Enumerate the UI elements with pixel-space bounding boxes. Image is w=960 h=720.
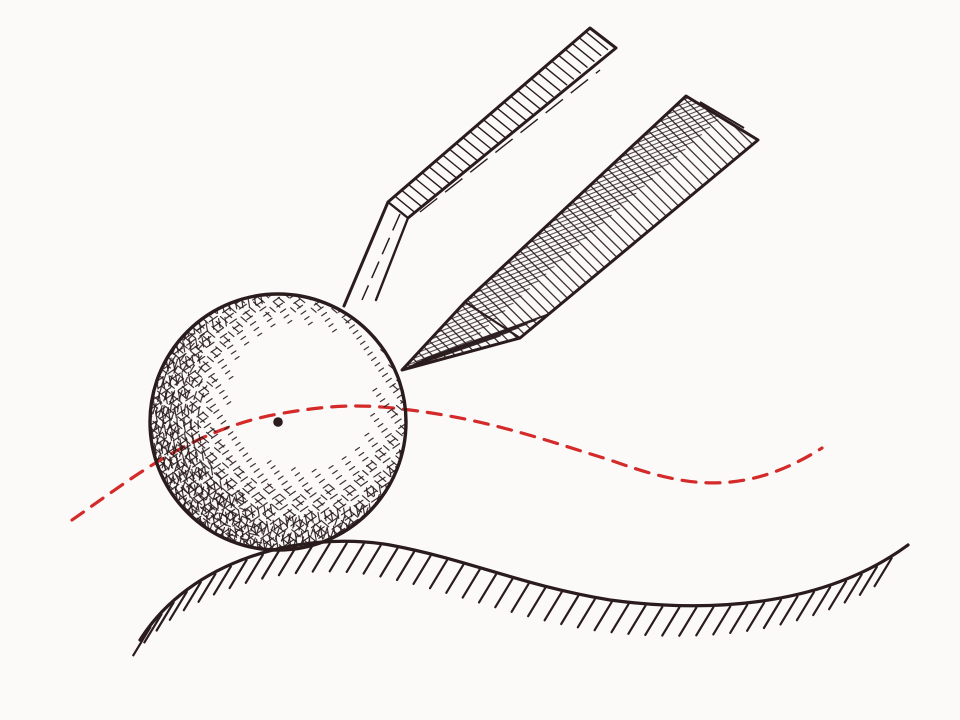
chisel-tool-left: [342, 26, 618, 308]
surface-line: [138, 539, 910, 642]
dashed-trajectory: [70, 404, 824, 522]
ball-hatching: [150, 294, 406, 550]
crosshatched-ball: [148, 292, 408, 552]
surface-hatching: [132, 542, 893, 657]
wavy-surface: [132, 539, 910, 657]
tool-left-hatching: [388, 30, 609, 218]
center-of-mass-dot: [273, 417, 283, 427]
pointed-tool-right: [400, 94, 760, 372]
tool-right-hatching: [402, 96, 758, 370]
